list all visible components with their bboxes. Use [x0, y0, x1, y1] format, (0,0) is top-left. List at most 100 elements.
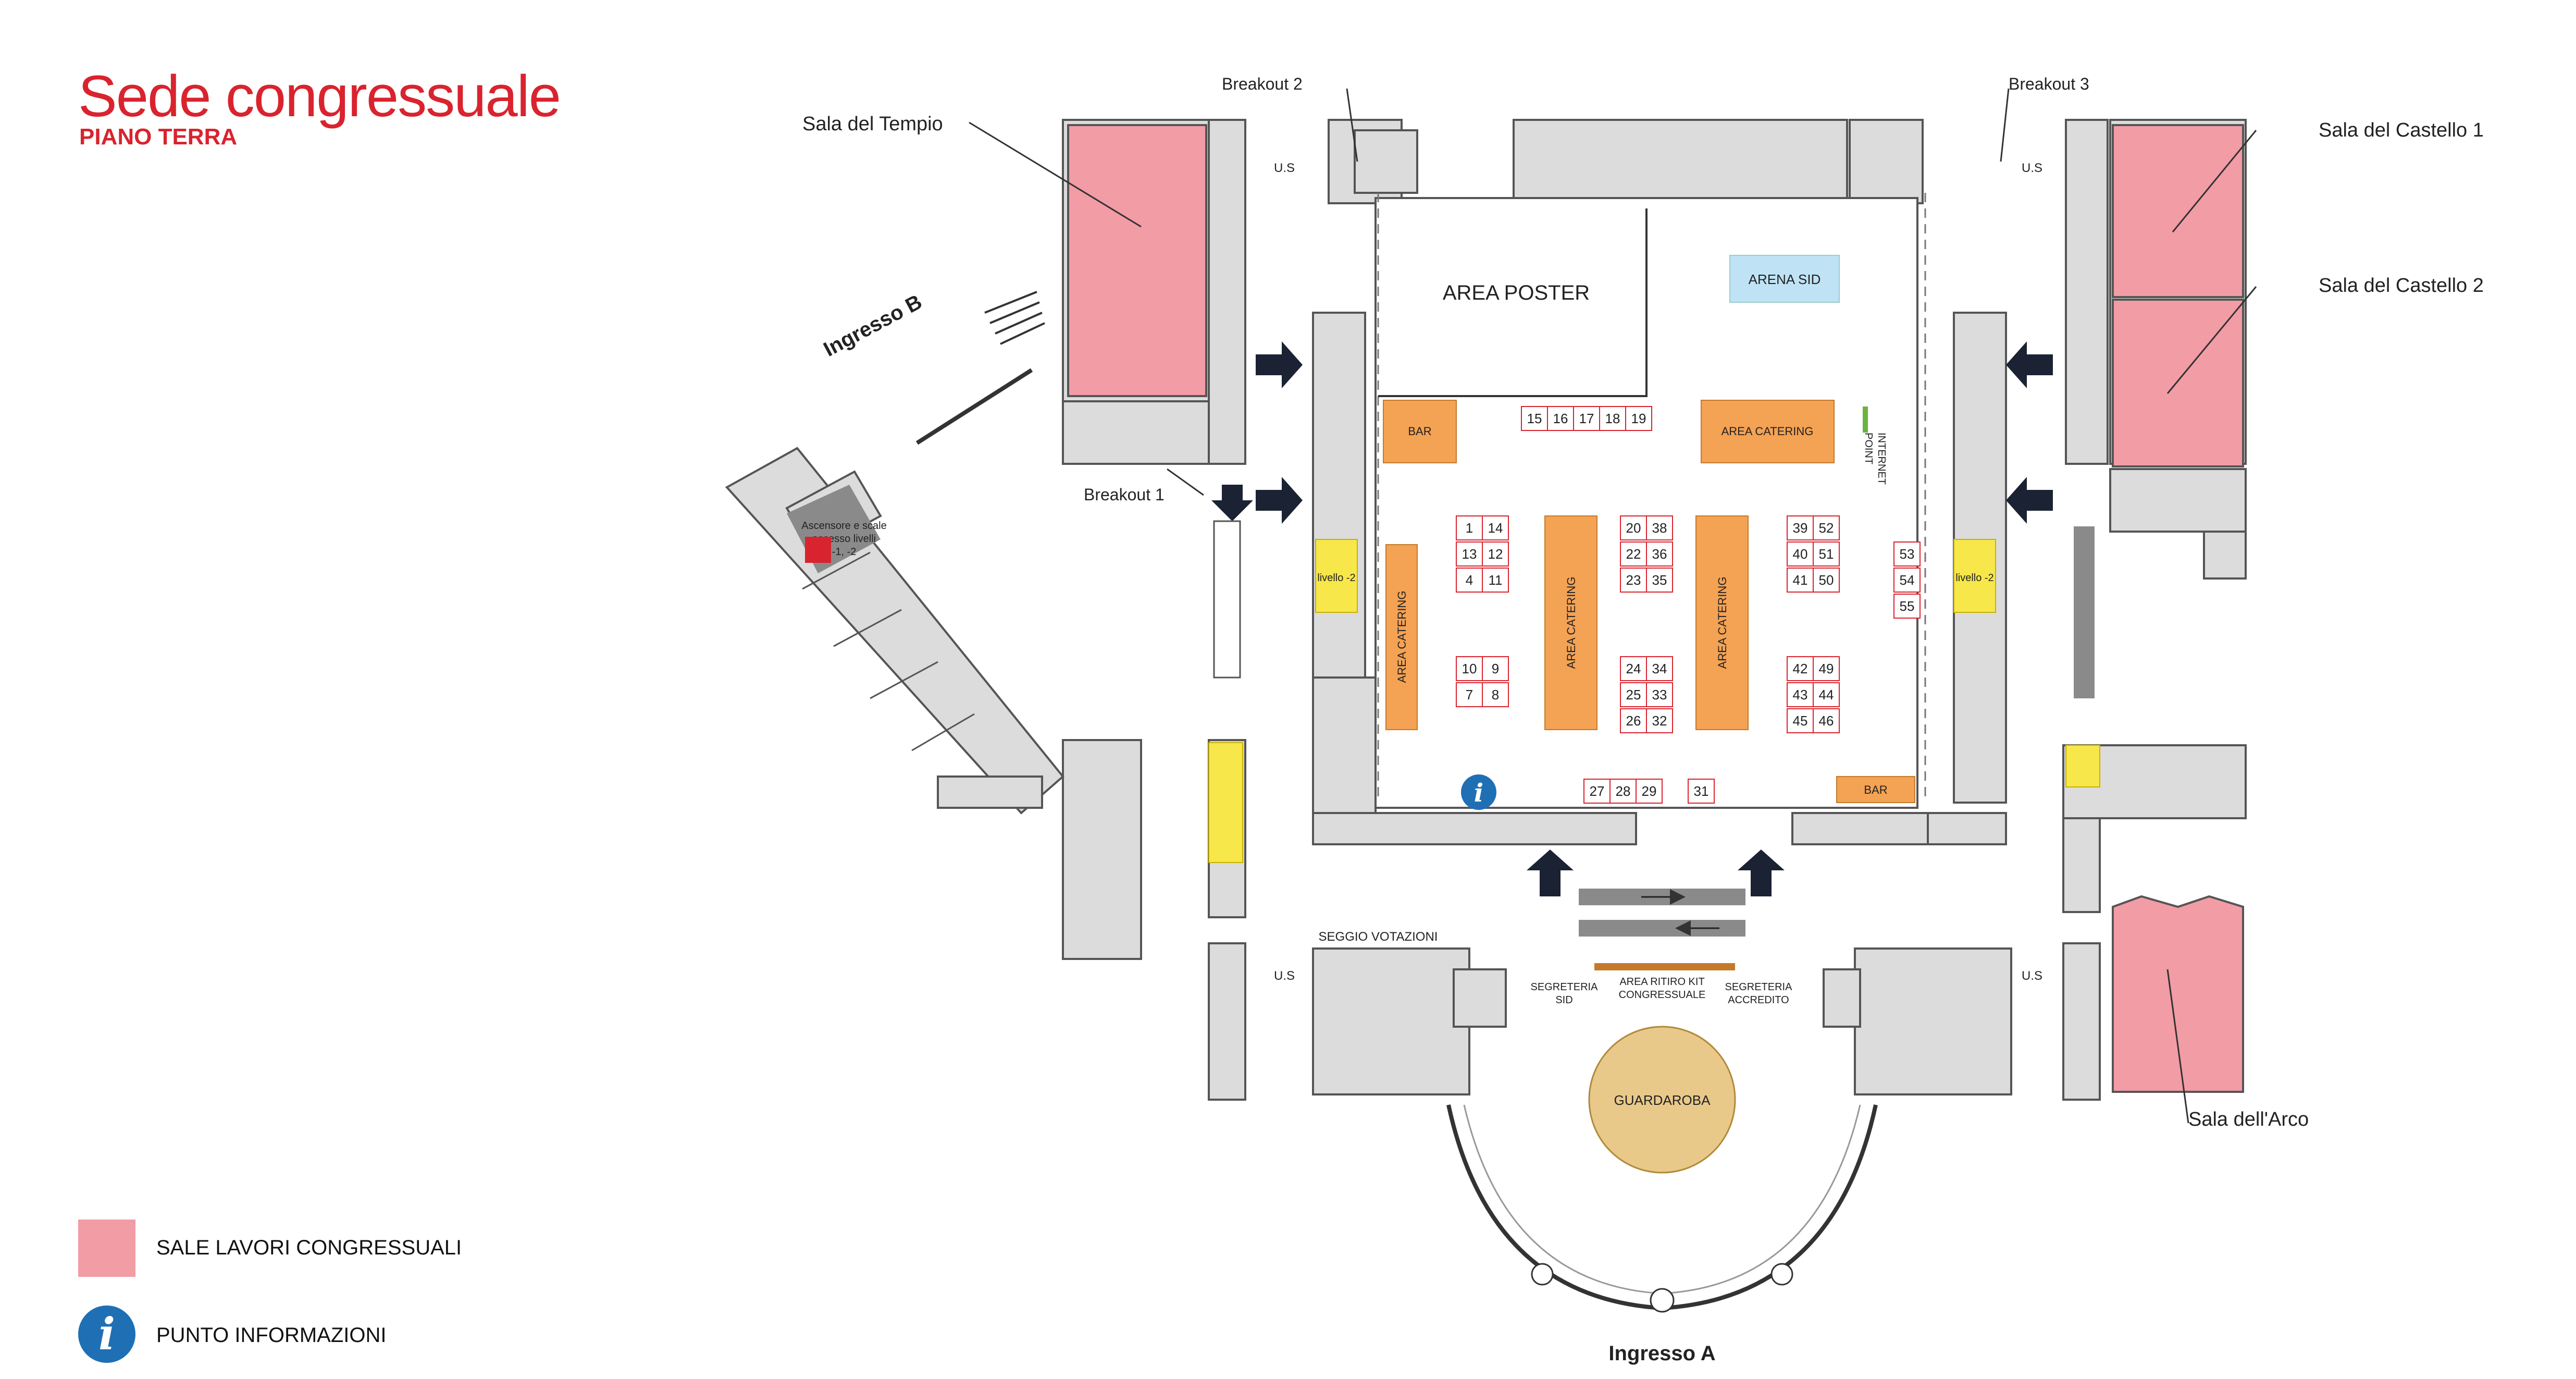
entrance-labels: SEGGIO VOTAZIONI SEGRETERIA SID AREA RIT… [1319, 930, 1793, 1006]
booth-box [1620, 656, 1647, 681]
booth-number: 9 [1492, 661, 1499, 676]
room-castello-1 [2112, 124, 2244, 298]
bar-top-label: BAR [1408, 425, 1431, 438]
booth-number: 23 [1626, 572, 1641, 588]
booth-number: 16 [1553, 411, 1568, 426]
booth-number: 50 [1819, 572, 1834, 588]
booth-number: 1 [1466, 520, 1473, 536]
room-castello-2 [2112, 299, 2244, 467]
booth-box [1646, 515, 1673, 540]
booth-number: 27 [1590, 783, 1605, 799]
bar-bottom [1836, 776, 1915, 803]
booth-number: 12 [1488, 546, 1503, 562]
booth-number: 18 [1605, 411, 1620, 426]
booth-box [1813, 656, 1840, 681]
svg-text:CONGRESSUALE: CONGRESSUALE [1619, 989, 1706, 1001]
catering-top-label: AREA CATERING [1722, 425, 1814, 438]
booth-box [1620, 708, 1647, 733]
svg-text:SID: SID [1555, 994, 1572, 1006]
booth-box [1813, 682, 1840, 707]
booth-box [1456, 682, 1483, 707]
internet-point: INTERNET POINT [1863, 407, 1887, 485]
internet-label-1: INTERNET [1876, 433, 1887, 485]
legend-info-label: PUNTO INFORMAZIONI [156, 1324, 387, 1347]
bar-top [1383, 400, 1457, 463]
booth-box [1787, 656, 1814, 681]
guardaroba: GUARDAROBA [1588, 1026, 1736, 1174]
catering-left [1385, 544, 1418, 730]
revolving-door-icon [1650, 1288, 1675, 1313]
area-poster-label: AREA POSTER [1443, 281, 1590, 304]
kit-counter [1594, 963, 1735, 970]
room-labels: Sala del Tempio Sala del Castello 1 Sala… [802, 75, 2484, 1130]
page-title: Sede congressuale [78, 64, 561, 129]
angled-wing-segments [802, 551, 975, 752]
booth-box [1646, 656, 1673, 681]
toilets-and-stairs [1208, 539, 2100, 863]
booth-number: 43 [1793, 687, 1808, 703]
booth-box [1646, 568, 1673, 593]
booth-box [1583, 779, 1611, 804]
label-breakout-1: Breakout 1 [1084, 485, 1165, 504]
booth-box [1646, 541, 1673, 567]
booth-box [1547, 406, 1574, 431]
booth-box [1573, 406, 1600, 431]
label-breakout-2: Breakout 2 [1222, 75, 1303, 93]
svg-text:U.S: U.S [1274, 161, 1295, 175]
booth-box [1620, 515, 1647, 540]
internet-label-2: POINT [1863, 433, 1874, 464]
livello-right [1953, 539, 1996, 613]
svg-text:SEGRETERIA: SEGRETERIA [1531, 981, 1599, 993]
elevator-icon [805, 537, 831, 563]
svg-text:AREA RITIRO KIT: AREA RITIRO KIT [1619, 976, 1704, 988]
booth-box [1482, 656, 1509, 681]
livello-left [1315, 539, 1358, 613]
booth-number: 51 [1819, 546, 1834, 562]
svg-text:U.S: U.S [2022, 969, 2042, 983]
catering-top [1701, 400, 1835, 463]
booth-number: 14 [1488, 520, 1503, 536]
arena-sid: ARENA SID [1729, 255, 1840, 303]
bar-bottom-label: BAR [1864, 783, 1887, 796]
info-point-icon: i [1461, 774, 1496, 810]
toilet-right [2065, 745, 2100, 787]
catering-mid1-label: AREA CATERING [1565, 577, 1578, 669]
catering-areas [1383, 400, 1915, 803]
label-sala-tempio: Sala del Tempio [802, 113, 943, 135]
booth-number: 49 [1819, 661, 1834, 676]
booth-number: 4 [1466, 572, 1473, 588]
page-subtitle: PIANO TERRA [79, 124, 238, 150]
revolving-door-right-icon [1770, 1263, 1793, 1286]
svg-text:GUARDAROBA: GUARDAROBA [1614, 1092, 1711, 1108]
booth-number: 53 [1900, 546, 1915, 562]
room-tempio [1067, 124, 1207, 397]
arena-sid-label: ARENA SID [1749, 272, 1821, 287]
booth-number: 17 [1579, 411, 1594, 426]
booth-box [1688, 779, 1715, 804]
booth-box [1482, 682, 1509, 707]
booth-number: 8 [1492, 687, 1499, 703]
booth-number: 54 [1900, 572, 1915, 588]
booth-box [1482, 515, 1509, 540]
booth-box [1482, 541, 1509, 567]
seggio-label: SEGGIO VOTAZIONI [1319, 930, 1438, 944]
ingresso-b-label: Ingresso B [820, 290, 926, 361]
booth-box [1787, 682, 1814, 707]
booth-box [1813, 568, 1840, 593]
booth-number: 25 [1626, 687, 1641, 703]
booth-box [1893, 541, 1921, 567]
booth-box [1646, 708, 1673, 733]
booth-number: 52 [1819, 520, 1834, 536]
booth-number: 36 [1652, 546, 1667, 562]
booth-box [1482, 568, 1509, 593]
elevator-label-1: Ascensore e scale [801, 520, 886, 532]
session-rooms [1067, 124, 2244, 1093]
arrow-left-1 [2006, 341, 2053, 388]
booth-box [1456, 541, 1483, 567]
booth-number: 42 [1793, 661, 1808, 676]
booth-box [1636, 779, 1663, 804]
booth-box [1625, 406, 1652, 431]
room-arco [2112, 895, 2244, 1093]
booth-number: 29 [1642, 783, 1657, 799]
